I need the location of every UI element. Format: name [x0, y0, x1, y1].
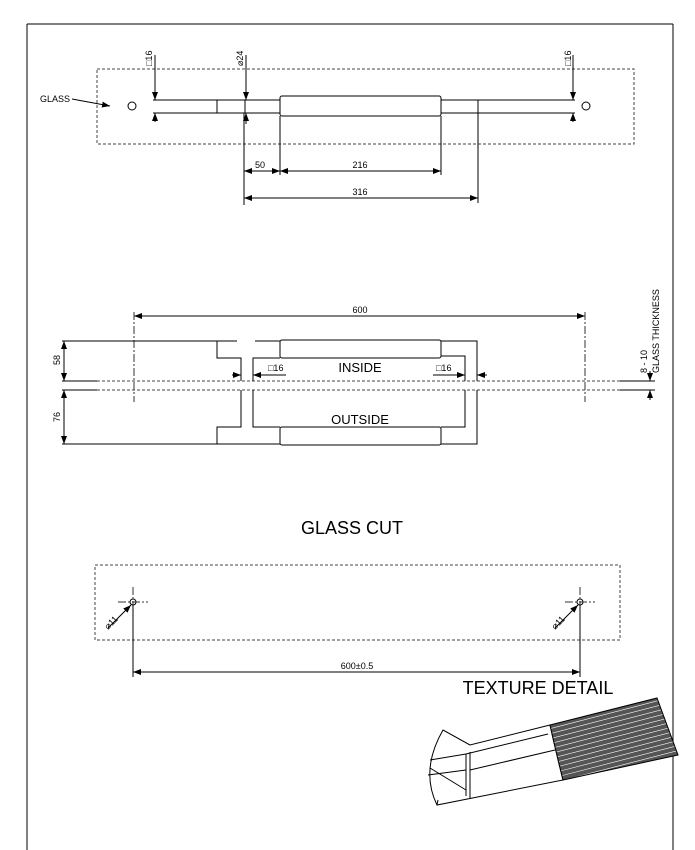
right-hole — [581, 101, 591, 111]
left-square-label: □16 — [144, 51, 154, 66]
top-view: □16 ⌀24 □16 GLASS 50 216 316 — [40, 51, 635, 205]
glass-label: GLASS — [40, 94, 70, 104]
glass-cut-view: GLASS CUT ⌀11 ⌀11 600±0.5 — [94, 518, 621, 677]
left-square-label: □16 — [268, 363, 283, 373]
diameter-label: ⌀24 — [235, 51, 245, 66]
inside-grip — [279, 339, 442, 359]
outside-label: OUTSIDE — [331, 412, 389, 427]
glass-cut-outline — [94, 564, 621, 641]
dim-76: 76 — [52, 412, 62, 422]
handle-3d-illustration — [427, 697, 679, 806]
right-hole-diameter: ⌀11 — [549, 614, 567, 632]
outside-grip — [279, 426, 442, 446]
texture-title: TEXTURE DETAIL — [463, 678, 614, 698]
hole-spacing: 600±0.5 — [341, 661, 373, 671]
dim-58: 58 — [52, 355, 62, 365]
handle-grip — [279, 95, 442, 117]
dim-600: 600 — [352, 305, 367, 315]
left-hole — [127, 101, 137, 111]
inside-label: INSIDE — [338, 360, 382, 375]
glass-outline — [96, 68, 635, 145]
thickness-value: 8 - 10 — [639, 350, 649, 373]
dim-316: 316 — [352, 187, 367, 197]
thickness-label: GLASS THICKNESS — [651, 289, 661, 373]
dim-50: 50 — [255, 160, 265, 170]
glass-cut-title: GLASS CUT — [301, 518, 403, 538]
drawing-frame — [26, 23, 674, 850]
left-hole-diameter: ⌀11 — [102, 614, 120, 632]
section-view: 600 58 76 INSIDE OUTSIDE □16 □16 8 - 10 — [52, 289, 661, 446]
texture-detail: TEXTURE DETAIL — [427, 678, 679, 806]
right-square-label: □16 — [563, 51, 573, 66]
dim-216: 216 — [352, 160, 367, 170]
knurled-texture — [550, 698, 678, 780]
right-square-label: □16 — [436, 363, 451, 373]
